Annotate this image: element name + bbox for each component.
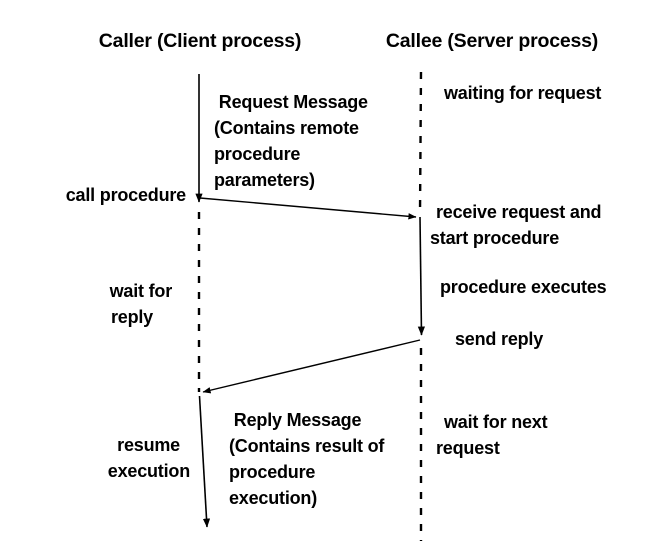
request-message-arrow [199,197,417,220]
callee-label-receive-request-line2: start procedure [430,228,560,248]
reply-message-arrow [202,339,421,394]
request-message-note-line-3: procedure [214,144,301,164]
callee-column-title: Callee (Server process) [385,30,599,52]
callee-label-receive-request-line1: receive request and [436,202,602,222]
caller-label-call-procedure: call procedure [65,185,186,205]
callee-lifeline-dashed-wait [418,71,423,215]
reply-message-note-line-4: execution) [229,488,318,508]
caller-label-resume-execution-line2: execution [107,461,190,481]
caller-lifeline-solid-resume [198,395,211,528]
caller-column-title: Caller (Client process) [98,30,302,52]
reply-message-note-line-2: (Contains result of [229,436,385,456]
request-message-note-line-2: (Contains remote [214,118,359,138]
caller-label-wait-for-reply-line2: reply [110,307,153,327]
callee-label-procedure-executes: procedure executes [440,277,607,297]
reply-message-note-line-3: procedure [229,462,316,482]
callee-label-wait-for-next-request-line1: wait for next [444,412,548,432]
callee-lifeline-solid-executing [417,216,425,336]
callee-label-send-reply: send reply [455,329,544,349]
callee-label-waiting-for-request: waiting for request [444,83,602,103]
caller-label-resume-execution-line1: resume [117,435,180,455]
request-message-note-line-1: Request Message [214,92,368,112]
callee-label-wait-for-next-request-line2: request [436,438,500,458]
request-message-note-line-4: parameters) [214,170,315,190]
reply-message-note-line-1: Reply Message [229,410,362,430]
caller-label-wait-for-reply-line1: wait for [109,281,173,301]
